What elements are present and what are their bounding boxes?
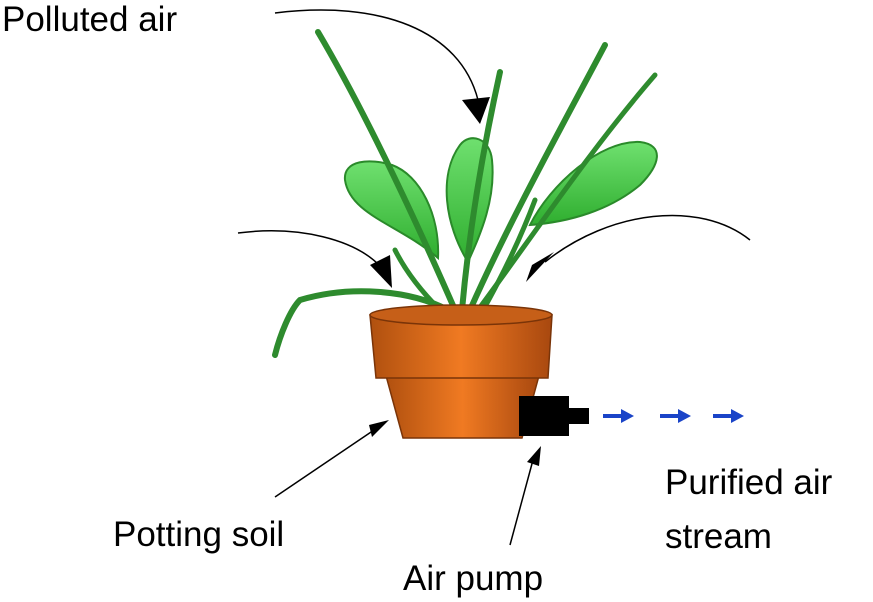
pot-body (384, 371, 541, 439)
purified-stream-arrows (603, 409, 744, 423)
air-pump-label: Air pump (403, 559, 544, 598)
curved-arrow-left (237, 230, 381, 267)
purified-air-label-line2: stream (665, 517, 772, 556)
curved-arrow-right (544, 214, 751, 263)
grass-blades (272, 29, 658, 358)
curved-arrow-top (274, 9, 479, 101)
arrowhead-right (526, 252, 554, 282)
polluted-air-label: Polluted air (2, 0, 178, 39)
air-pump-icon (519, 396, 589, 436)
stream-arrow-icon (713, 409, 744, 423)
pot-soil (369, 304, 553, 326)
broad-leaf-left (343, 160, 440, 261)
arrowhead-soil (369, 420, 389, 437)
pointer-line-pump (509, 459, 534, 546)
potted-plant-icon (272, 29, 658, 358)
arrowheads (369, 97, 554, 466)
pointer-line-soil (274, 427, 378, 498)
arrowhead-pump (527, 446, 541, 466)
flower-pot (369, 304, 553, 439)
polluted-air-arrows (237, 9, 751, 546)
stream-arrow-icon (603, 409, 634, 423)
arrowhead-top (462, 97, 490, 124)
arrowhead-left (370, 255, 392, 288)
potting-soil-label: Potting soil (113, 515, 285, 554)
stream-arrow-icon (660, 409, 691, 423)
purified-air-label-line1: Purified air (665, 463, 833, 502)
broad-leaf-right (528, 140, 658, 227)
